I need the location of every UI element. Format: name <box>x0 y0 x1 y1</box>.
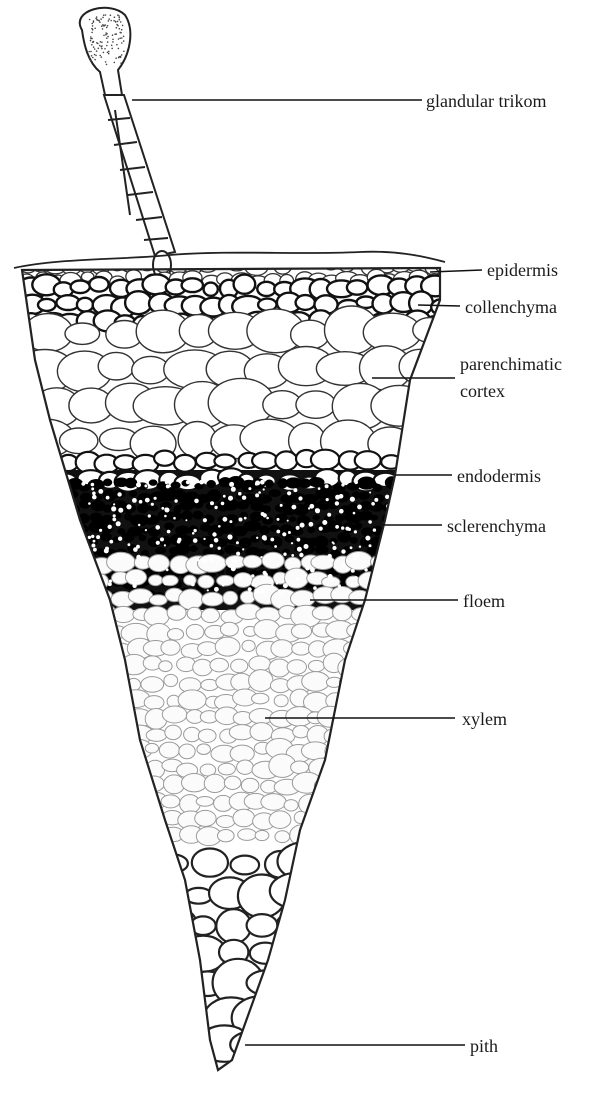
epidermis-surface <box>14 252 445 268</box>
label-collenchyma: collenchyma <box>465 296 557 318</box>
label-floem: floem <box>463 590 505 612</box>
label-sclerenchyma: sclerenchyma <box>447 515 546 537</box>
label-cortex: cortex <box>460 380 505 402</box>
label-parenchimatic: parenchimatic <box>460 353 562 375</box>
glandular-trichome <box>80 8 175 279</box>
leader-collenchyma <box>418 305 460 306</box>
label-glandular-trikom: glandular trikom <box>426 90 546 112</box>
label-pith: pith <box>470 1035 498 1057</box>
label-endodermis: endodermis <box>457 465 541 487</box>
label-epidermis: epidermis <box>487 259 558 281</box>
label-xylem: xylem <box>462 708 507 730</box>
